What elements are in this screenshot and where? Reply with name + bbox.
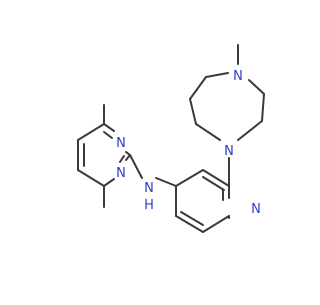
bond-pyr-c5-c4-double [180,211,204,226]
bond-ch2-c3 [175,169,204,187]
bond-dz-cc-n4 [205,72,229,78]
bond-pyr-c3-c2-inner [202,176,225,191]
bond-pyr-c5-c4 [175,215,204,233]
atom-n-pyrimidine-top: N [116,136,126,151]
atom-n-diazepane-attach: N [224,144,234,159]
bond-c6-c-methyl [77,169,105,187]
bond-dz-n1-ca [195,123,221,141]
bond-dz-cb-cc [189,76,207,100]
bond-c4-n3-double [103,131,113,139]
bond-c4-c5 [77,123,105,141]
molecule-canvas: N N N H N N N [77,44,265,233]
bond-nh-ch2 [155,177,177,187]
atom-n-diazepane-methyl: N [233,69,243,84]
molecule-structure: N N N H N N N [77,44,265,233]
bond-dz-ce-n1 [237,120,263,141]
atom-nh-h: H [144,198,154,213]
bond-dz-n4-cd [248,79,265,95]
bond-c2-nh [129,154,143,179]
bond-n1-c6 [103,178,115,187]
bond-pyr-c3-c2 [202,169,230,187]
bond-c4-n3 [103,123,115,132]
atom-n-pyridine: N [251,202,261,217]
bond-c2-n1-double [119,155,125,163]
atom-nh-n: N [144,181,154,196]
bond-dz-ca-cb [189,98,197,125]
bond-dz-cd-ce [261,93,265,122]
bond-pyr-c6-c5 [202,215,230,233]
atom-n-pyrimidine-bottom: N [116,166,126,181]
